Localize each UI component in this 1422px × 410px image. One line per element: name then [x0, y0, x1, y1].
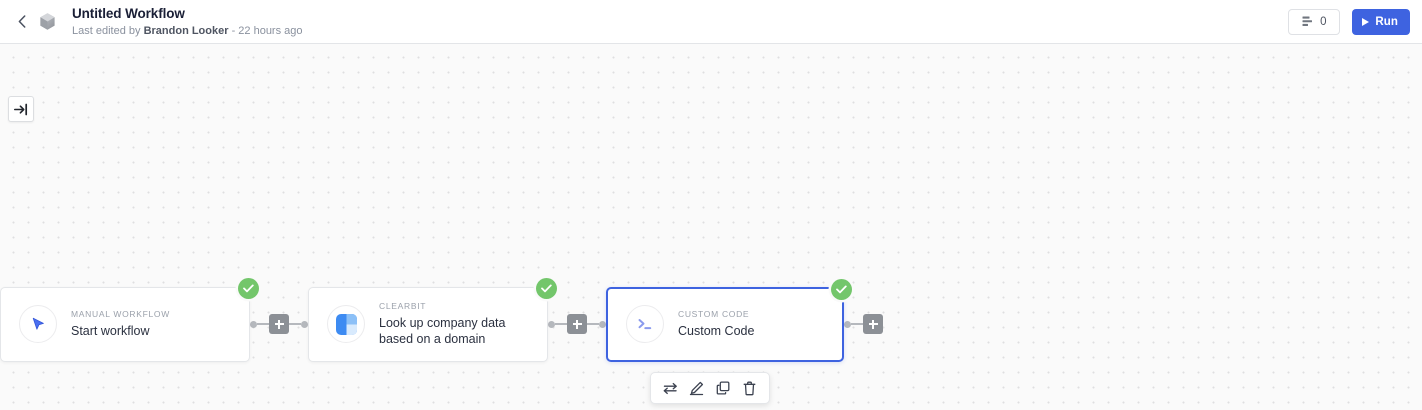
node-text-group: CLEARBIT Look up company data based on a… [379, 301, 533, 347]
workflow-node-manual-workflow[interactable]: MANUAL WORKFLOW Start workflow [0, 277, 259, 362]
cursor-pointer-icon [19, 305, 57, 343]
duplicate-step-button[interactable] [712, 377, 734, 399]
connector-line [555, 323, 567, 325]
add-step-button[interactable] [863, 314, 883, 334]
last-edited-time: - 22 hours ago [228, 24, 303, 37]
page-title: Untitled Workflow [72, 5, 185, 21]
clearbit-logo-icon [327, 305, 365, 343]
connector-line [587, 323, 599, 325]
header-left-group: Untitled Workflow Last edited by Brandon… [0, 0, 303, 43]
connector-dot [250, 320, 257, 328]
workflow-node-custom-code[interactable]: CUSTOM CODE Custom Code [606, 278, 852, 362]
trash-icon [743, 381, 756, 395]
connector-dot [548, 320, 555, 328]
connector-1 [250, 287, 308, 362]
check-icon [541, 284, 552, 292]
replace-step-button[interactable] [659, 377, 681, 399]
copy-icon [716, 381, 730, 395]
connector-3 [844, 287, 883, 362]
node-action-toolbar [650, 372, 770, 404]
layers-icon [1302, 16, 1313, 26]
last-edited-meta: Last edited by Brandon Looker - 22 hours… [72, 24, 303, 38]
status-badge [238, 277, 259, 299]
edit-step-button[interactable] [686, 377, 708, 399]
pencil-icon [690, 381, 704, 395]
play-icon [1362, 17, 1370, 26]
connector-line [851, 323, 863, 325]
check-icon [836, 285, 847, 293]
status-badge [831, 278, 852, 300]
delete-step-button[interactable] [739, 377, 761, 399]
node-text-group: CUSTOM CODE Custom Code [678, 309, 754, 339]
swap-arrows-icon [663, 382, 677, 394]
connector-2 [548, 287, 606, 362]
node-kicker: CUSTOM CODE [678, 309, 750, 319]
arrow-to-line-right-icon [14, 103, 28, 115]
workflow-cube-icon [36, 11, 58, 33]
connector-line [257, 323, 269, 325]
header-right-group: 0 Run [1288, 8, 1422, 35]
workflow-flow-chain: MANUAL WORKFLOW Start workflow [0, 277, 883, 364]
last-edited-author: Brandon Looker [143, 24, 229, 37]
workflow-canvas[interactable]: MANUAL WORKFLOW Start workflow [0, 44, 1422, 410]
node-kicker: CLEARBIT [379, 301, 427, 311]
app-header: Untitled Workflow Last edited by Brandon… [0, 0, 1422, 44]
connector-dot [844, 320, 851, 328]
node-title: Start workflow [71, 324, 150, 338]
add-step-button[interactable] [269, 314, 289, 334]
toggle-side-panel-button[interactable] [8, 96, 34, 122]
add-step-button[interactable] [567, 314, 587, 334]
terminal-prompt-icon [626, 305, 664, 343]
run-button[interactable]: Run [1352, 8, 1410, 35]
check-icon [243, 284, 254, 292]
back-button[interactable] [12, 11, 32, 33]
last-edited-prefix: Last edited by [72, 24, 144, 37]
workflow-node-clearbit[interactable]: CLEARBIT Look up company data based on a… [308, 277, 557, 362]
connector-dot [599, 320, 606, 328]
chevron-left-icon [18, 15, 26, 28]
node-kicker: MANUAL WORKFLOW [71, 309, 170, 319]
connector-line [289, 323, 301, 325]
node-title: Look up company data based on a domain [379, 316, 506, 346]
node-title: Custom Code [678, 324, 755, 338]
version-count-value: 0 [1320, 15, 1327, 28]
connector-dot [301, 320, 308, 328]
status-badge [536, 277, 557, 299]
node-text-group: MANUAL WORKFLOW Start workflow [71, 309, 170, 339]
version-count-button[interactable]: 0 [1288, 8, 1341, 35]
run-button-label: Run [1375, 15, 1398, 28]
header-title-group: Untitled Workflow Last edited by Brandon… [72, 6, 303, 38]
